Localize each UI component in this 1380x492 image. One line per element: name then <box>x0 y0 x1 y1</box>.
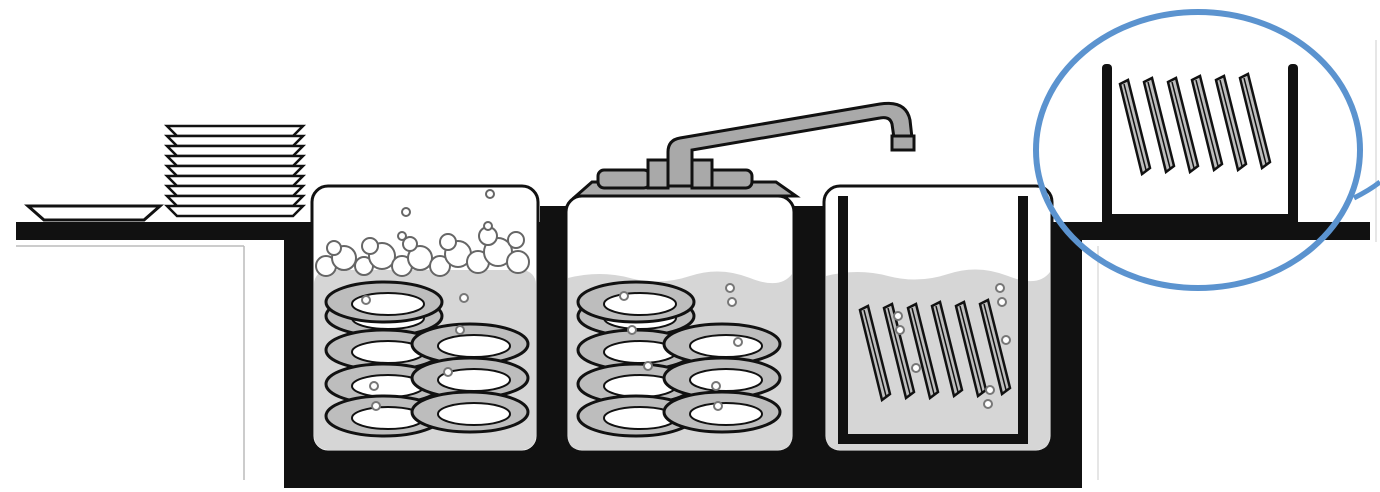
faucet <box>576 103 914 196</box>
soiled-counter <box>16 126 303 480</box>
sanitize-water <box>826 269 1050 450</box>
faucet-valve-left <box>648 160 668 188</box>
faucet-aerator <box>892 136 914 150</box>
faucet-handle-left <box>598 170 650 188</box>
plate-stack <box>167 126 303 216</box>
faucet-valve-right <box>692 160 712 188</box>
sanitize-compartment <box>824 186 1052 452</box>
drying-counter <box>1036 12 1380 480</box>
highlight-circle <box>1036 12 1360 288</box>
drying-rack-plates <box>1120 74 1270 174</box>
soiled-counter-top <box>16 222 294 240</box>
wash-compartment <box>312 186 538 452</box>
loose-plate <box>28 206 160 220</box>
rinse-compartment <box>566 196 794 452</box>
